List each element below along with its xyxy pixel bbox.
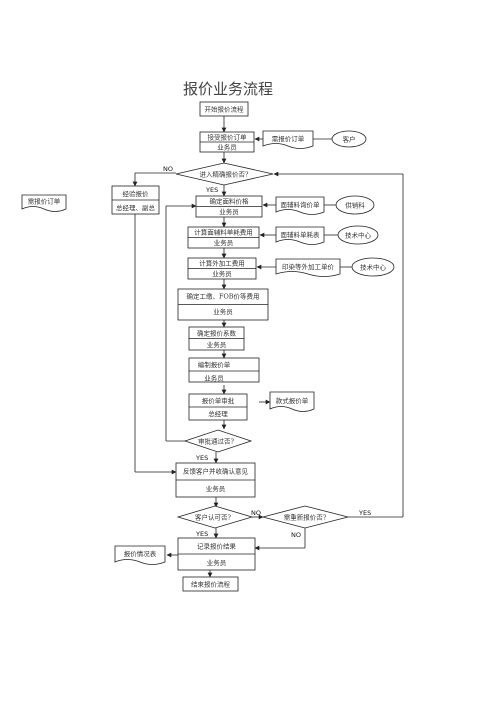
svg-text:结束报价流程: 结束报价流程 — [191, 580, 231, 589]
consumption-document: 面辅料单耗表 — [275, 226, 325, 245]
label-yes-approved: YES — [195, 454, 208, 462]
label-yes-requote: YES — [358, 509, 371, 517]
record-result-node: 记录报价结果 业务员 — [177, 537, 256, 571]
decision-requote: 需重新报价否? — [261, 505, 349, 529]
label-no-customer: NO — [251, 509, 261, 517]
svg-text:计算外加工费用: 计算外加工费用 — [199, 259, 245, 268]
svg-text:业务员: 业务员 — [204, 374, 224, 383]
customer-node: 客户 — [331, 130, 367, 148]
svg-text:业务员: 业务员 — [217, 143, 237, 152]
processing-cost-node: 计算外加工费用 业务员 — [187, 257, 257, 280]
svg-text:供销科: 供销科 — [345, 201, 365, 210]
svg-text:业务员: 业务员 — [219, 207, 239, 216]
svg-text:接受报价订单: 接受报价订单 — [208, 133, 248, 142]
svg-text:客户认可否?: 客户认可否? — [195, 513, 232, 522]
svg-text:报价情况表: 报价情况表 — [124, 549, 157, 558]
svg-text:业务员: 业务员 — [206, 484, 226, 493]
decision-accurate-quote: 进入精确报价否? — [175, 162, 274, 186]
experience-quote-node: 经验报价 总经理、副总 — [111, 185, 160, 215]
svg-text:经验报价: 经验报价 — [123, 189, 150, 198]
fabric-price-node: 确定面料价格 业务员 — [195, 195, 263, 218]
svg-text:确定面料价格: 确定面料价格 — [210, 197, 250, 206]
quote-status-document: 报价情况表 — [114, 545, 166, 565]
label-no-accurate: NO — [163, 165, 173, 173]
compile-quote-node: 编制报价单 业务员 — [188, 357, 260, 383]
labor-fob-node: 确定工缴、FOB价等费用 业务员 — [177, 288, 269, 321]
tech-center-node-1: 技术中心 — [337, 225, 379, 245]
svg-text:确定报价系数: 确定报价系数 — [197, 329, 237, 338]
svg-text:客户: 客户 — [343, 135, 356, 144]
receive-order-node: 接受报价订单 业务员 — [199, 131, 255, 153]
svg-text:进入精确报价否?: 进入精确报价否? — [200, 170, 250, 179]
decision-customer-accepts: 客户认可否? — [176, 505, 254, 529]
coefficient-node: 确定报价系数 业务员 — [188, 326, 245, 351]
svg-text:技术中心: 技术中心 — [360, 263, 387, 272]
processing-price-document: 印染等外加工单价 — [275, 258, 341, 277]
svg-text:面辅料单耗表: 面辅料单耗表 — [281, 230, 321, 239]
inquiry-document-left: 需报价订单 — [21, 194, 67, 212]
consumption-cost-node: 计算面辅料单耗费用 业务员 — [187, 226, 260, 249]
svg-text:款式报价单: 款式报价单 — [276, 396, 309, 405]
svg-text:审批通过否?: 审批通过否? — [198, 437, 235, 446]
svg-text:需重新报价否?: 需重新报价否? — [284, 513, 327, 522]
svg-text:总经理、副总: 总经理、副总 — [116, 203, 156, 212]
label-no-requote: NO — [291, 531, 301, 539]
tech-center-node-2: 技术中心 — [351, 257, 395, 277]
label-yes-customer: YES — [195, 530, 208, 538]
svg-text:需报价订单: 需报价订单 — [272, 134, 305, 143]
svg-text:业务员: 业务员 — [207, 558, 227, 567]
page-title: 报价业务流程 — [183, 80, 273, 98]
decision-approved: 审批通过否? — [183, 429, 253, 453]
svg-text:编制报价单: 编制报价单 — [198, 360, 231, 369]
svg-text:业务员: 业务员 — [214, 238, 234, 247]
end-node: 结束报价流程 — [182, 576, 239, 592]
label-yes-accurate: YES — [205, 186, 218, 194]
svg-text:业务员: 业务员 — [212, 269, 232, 278]
feedback-node: 反馈客户并收确认意见 业务员 — [175, 462, 256, 498]
style-quote-document: 款式报价单 — [269, 391, 315, 412]
svg-text:印染等外加工单价: 印染等外加工单价 — [282, 262, 335, 271]
svg-text:反馈客户并收确认意见: 反馈客户并收确认意见 — [183, 467, 249, 476]
connectors — [132, 116, 404, 578]
supplier-node: 供销科 — [335, 195, 375, 215]
svg-text:计算面辅料单耗费用: 计算面辅料单耗费用 — [194, 228, 253, 237]
svg-text:开始报价流程: 开始报价流程 — [205, 105, 245, 114]
svg-text:确定工缴、FOB价等费用: 确定工缴、FOB价等费用 — [186, 292, 259, 301]
svg-text:业务员: 业务员 — [213, 307, 233, 316]
svg-text:总经理: 总经理 — [208, 409, 228, 418]
inquiry-document: 需报价订单 — [262, 130, 314, 149]
svg-text:技术中心: 技术中心 — [345, 231, 372, 240]
svg-text:报价单审批: 报价单审批 — [202, 396, 235, 405]
fabric-quote-document: 面辅料询价单 — [275, 196, 325, 215]
svg-text:业务员: 业务员 — [207, 340, 227, 349]
start-node: 开始报价流程 — [199, 101, 249, 117]
svg-text:面辅料询价单: 面辅料询价单 — [281, 200, 321, 209]
approval-node: 报价单审批 总经理 — [188, 393, 248, 421]
svg-text:记录报价结果: 记录报价结果 — [197, 542, 237, 551]
svg-text:需报价订单: 需报价订单 — [28, 197, 61, 206]
